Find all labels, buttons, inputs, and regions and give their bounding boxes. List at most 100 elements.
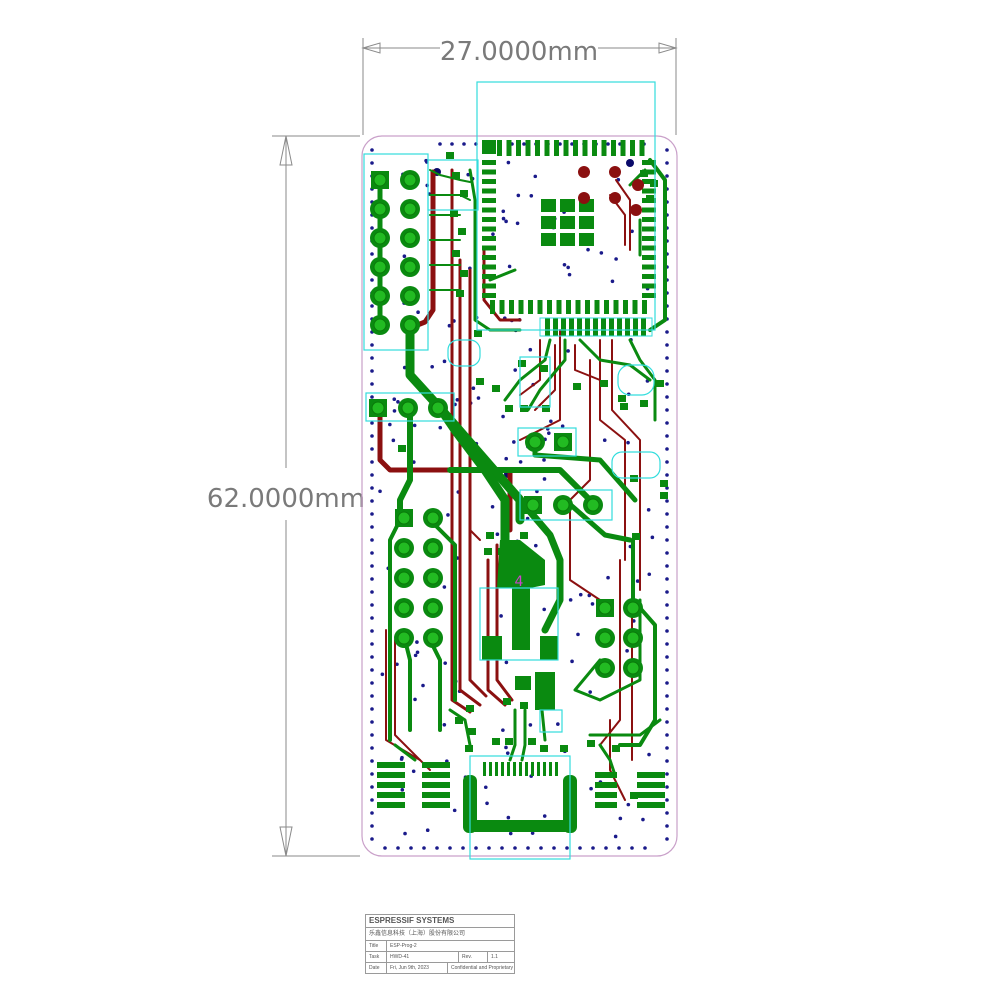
module-pad [554, 140, 559, 156]
smd-pad [422, 782, 450, 788]
via [422, 846, 426, 850]
via [466, 172, 470, 177]
smd-pad [513, 762, 516, 776]
designator-label: 4 [515, 574, 524, 590]
smd-pad [452, 172, 460, 179]
via [443, 661, 447, 665]
via [370, 668, 374, 672]
company-name: ESPRESSIF SYSTEMS [366, 915, 514, 928]
pad-hole [598, 601, 612, 615]
module-pad [632, 300, 638, 314]
pad-hole [426, 511, 440, 525]
via [613, 834, 618, 839]
smd-pad [460, 190, 468, 197]
via [665, 785, 669, 789]
via [396, 400, 400, 404]
smd-pad [573, 383, 581, 390]
via [438, 142, 442, 146]
via [665, 525, 669, 529]
module-pad [642, 236, 656, 241]
rev-label: Rev. [459, 952, 488, 962]
date-row: Date Fri, Jun 9th, 2023 Confidential and… [366, 963, 514, 973]
thermal-pad [560, 199, 575, 212]
module-pad [642, 283, 656, 289]
rev-value: 1.1 [491, 954, 498, 960]
pad-hole [528, 435, 542, 449]
via [665, 473, 669, 477]
height-dimension-label: 62.0000mm [207, 484, 365, 514]
module-pad [544, 140, 550, 156]
via [370, 564, 374, 568]
smd-pad [637, 772, 665, 778]
via [452, 808, 457, 813]
via [370, 252, 374, 256]
thermal-pad [560, 216, 575, 229]
via [383, 846, 387, 850]
via [430, 364, 434, 369]
via [370, 382, 374, 386]
module-pad [482, 160, 496, 165]
smd-pad [630, 792, 638, 799]
via [485, 801, 489, 806]
pad-hole [626, 631, 640, 645]
via [370, 473, 374, 477]
pad-hole [373, 289, 387, 303]
via [370, 577, 374, 581]
smd-pad [612, 745, 620, 752]
module-pad [563, 140, 569, 156]
via [370, 148, 374, 152]
via [665, 382, 669, 386]
via [528, 347, 533, 352]
via [512, 440, 516, 444]
thermal-pad [541, 199, 556, 212]
module-pad [528, 300, 533, 314]
via [370, 499, 374, 503]
module-pad [642, 207, 656, 213]
via [442, 722, 447, 727]
smd-pad [595, 772, 617, 778]
via [370, 837, 374, 841]
via [471, 386, 476, 391]
smd-pad [600, 380, 608, 387]
pad-hole [403, 260, 417, 274]
via [370, 369, 374, 373]
via [388, 422, 392, 427]
via [370, 629, 374, 633]
pad-hole [598, 631, 612, 645]
smd-pad [519, 762, 522, 776]
smd-pad [618, 395, 626, 402]
via [586, 247, 590, 252]
smd-pad [595, 802, 617, 808]
via [566, 265, 570, 270]
via [568, 598, 573, 602]
module-pad [642, 264, 656, 270]
via [665, 148, 669, 152]
via [576, 632, 580, 637]
smd-pad [377, 782, 405, 788]
smd-pad [377, 792, 405, 798]
via [528, 723, 533, 727]
pad-hole [426, 631, 440, 645]
module-pad [482, 293, 496, 298]
via [526, 846, 530, 850]
smd-pad [492, 738, 500, 745]
smd-pad [637, 782, 665, 788]
module-pad [506, 140, 512, 156]
via [370, 434, 374, 438]
via [589, 786, 593, 791]
module-pad [547, 300, 552, 314]
smd-pad [484, 548, 492, 555]
via [370, 460, 374, 464]
pad-hole [403, 173, 417, 187]
fpc-pad [633, 318, 638, 336]
via [391, 438, 396, 443]
via [370, 226, 374, 230]
via [665, 590, 669, 594]
module-corner-pad [482, 140, 496, 154]
via [604, 846, 608, 850]
via [380, 672, 385, 677]
via [547, 431, 551, 435]
pad-hole [426, 541, 440, 555]
via [370, 278, 374, 282]
via [646, 508, 651, 512]
